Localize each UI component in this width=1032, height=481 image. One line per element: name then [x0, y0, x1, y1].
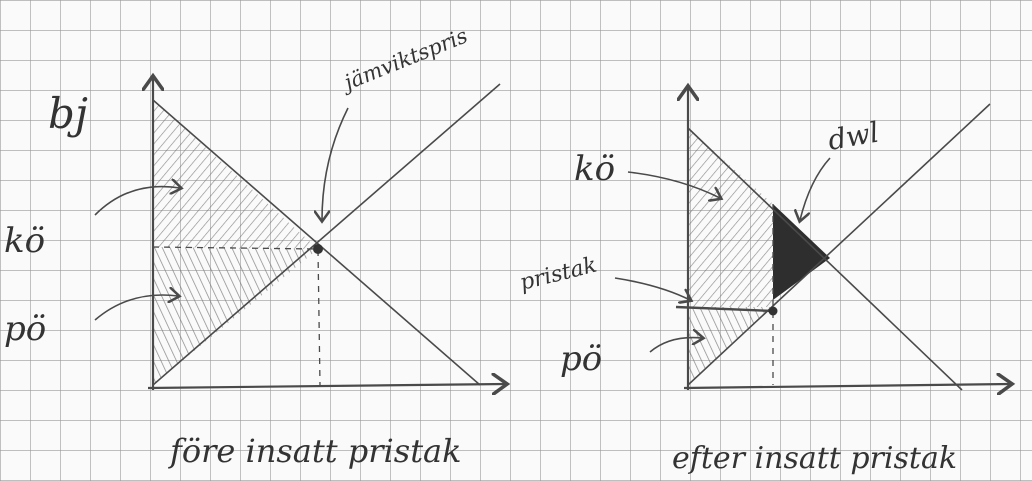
consumer-surplus-area: [153, 100, 318, 249]
left-x-axis: [147, 384, 505, 388]
price-ceiling-line: [675, 305, 774, 313]
left-caption: före insatt pristak: [168, 432, 462, 470]
producer-surplus-area: [153, 247, 318, 385]
deadweight-loss-area: [773, 204, 830, 300]
right-ko-arrow: [627, 171, 720, 198]
left-diagram: bj kö pö jämviktspris före insatt prista…: [4, 23, 505, 470]
right-po-arrow: [649, 338, 702, 353]
left-po-label: pö: [4, 309, 46, 349]
ko-arrow: [94, 187, 180, 216]
right-demand-curve: [687, 127, 963, 391]
right-po-label: pö: [560, 339, 602, 379]
right-supply-curve: [687, 103, 991, 386]
left-equilibrium-price-line: [152, 246, 319, 250]
consumer-surplus-area: [688, 128, 773, 307]
right-ko-label: kö: [574, 149, 615, 189]
right-caption: efter insatt pristak: [672, 441, 957, 476]
dwl-arrow: [800, 157, 831, 220]
right-quantity-point: [768, 306, 778, 316]
left-equilibrium-quantity-line: [317, 249, 321, 386]
left-equilibrium-point: [313, 244, 323, 254]
left-ko-label: kö: [4, 221, 45, 261]
left-supply-curve: [152, 83, 501, 386]
y-axis-label: bj: [48, 89, 88, 138]
equilibrium-arrow: [322, 107, 349, 220]
right-diagram: kö pristak pö dwl efter insatt pristak: [517, 88, 1010, 476]
price-ceiling-arrow: [614, 277, 690, 300]
po-arrow: [94, 295, 178, 321]
